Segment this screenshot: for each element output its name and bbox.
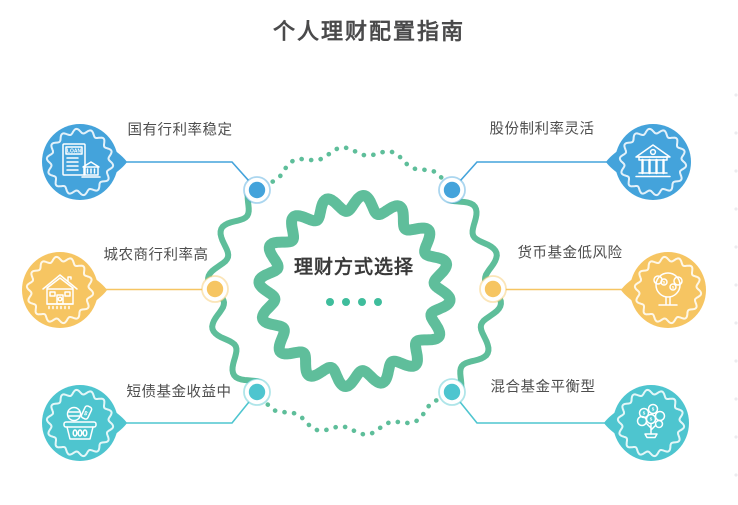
svg-text:$: $ bbox=[643, 411, 646, 416]
house-bank-icon bbox=[22, 252, 107, 328]
svg-text:$: $ bbox=[83, 411, 89, 418]
page-title: 个人理财配置指南 bbox=[272, 19, 465, 44]
center-topic: 理财方式选择 bbox=[294, 252, 414, 306]
center-topic-label: 理财方式选择 bbox=[293, 257, 415, 278]
loan-document-icon: LOAN bbox=[42, 124, 127, 200]
dot bbox=[341, 298, 350, 306]
dot bbox=[357, 298, 366, 306]
branch-connector-lines bbox=[104, 161, 624, 424]
center-ellipsis-dots bbox=[294, 298, 414, 306]
dot bbox=[325, 298, 334, 306]
svg-text:$: $ bbox=[652, 407, 655, 412]
page-edge-dots bbox=[734, 93, 738, 477]
svg-text:$: $ bbox=[663, 279, 666, 284]
branch-label-short-bond-fund: 短债基金收益中 bbox=[126, 384, 232, 401]
center-wavy-ring bbox=[253, 190, 456, 392]
dot bbox=[373, 298, 382, 306]
svg-text:LOAN: LOAN bbox=[67, 149, 82, 155]
svg-text:$: $ bbox=[650, 417, 653, 422]
branch-label-money-fund: 货币基金低风险 bbox=[517, 245, 623, 262]
branch-label-mixed-fund: 混合基金平衡型 bbox=[490, 379, 596, 396]
bank-columns-icon bbox=[606, 124, 691, 200]
svg-text:$: $ bbox=[672, 284, 675, 289]
branch-label-joint-stock: 股份制利率灵活 bbox=[489, 121, 595, 138]
ring-junction-nodes bbox=[201, 176, 507, 406]
basket-money-icon: $ bbox=[42, 385, 127, 461]
money-tree-icon: $ $ bbox=[621, 252, 706, 328]
coin-tree-icon: $ $ $ bbox=[604, 385, 689, 461]
branch-label-city-rural-bank: 城农商行利率高 bbox=[103, 247, 209, 264]
branch-label-state-bank: 国有行利率稳定 bbox=[127, 122, 233, 139]
